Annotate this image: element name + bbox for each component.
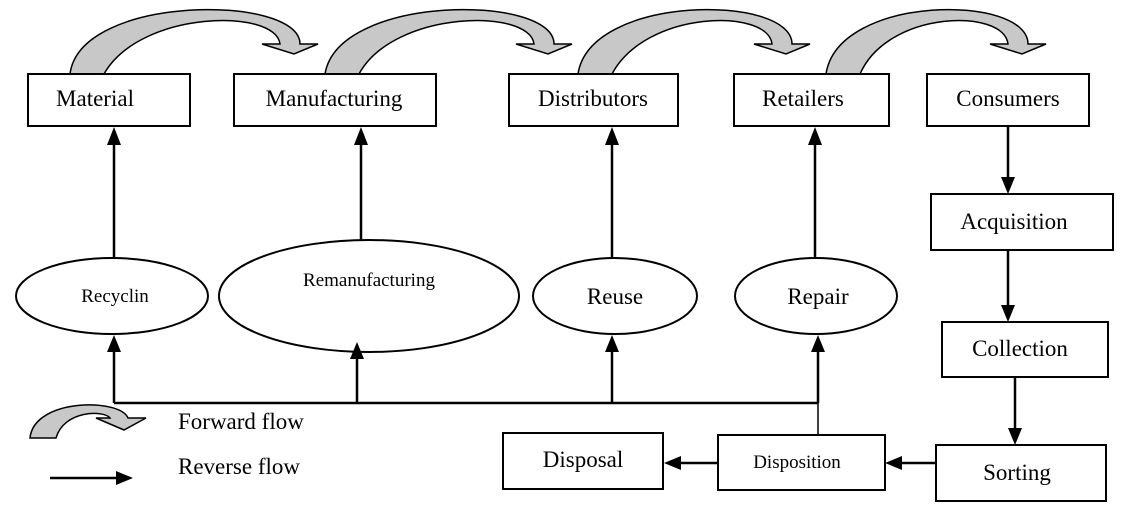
legend-forward-arrow-icon <box>29 404 147 439</box>
node-remanufacturing-label: Remanufacturing <box>303 270 435 291</box>
node-recycling: Recyclin <box>15 257 209 335</box>
node-disposition-label: Disposition <box>753 452 841 473</box>
reverse-arrow-disposition-disposal <box>664 456 718 470</box>
node-recycling-label: Recyclin <box>81 286 149 307</box>
node-disposal: Disposal <box>502 432 664 490</box>
legend-reverse-label: Reverse flow <box>178 454 300 479</box>
forward-arrow-material-manufacturing <box>69 8 319 75</box>
node-collection: Collection <box>941 321 1109 378</box>
node-remanufacturing: Remanufacturing <box>218 239 520 353</box>
node-repair-label: Repair <box>787 284 849 309</box>
reverse-arrow-recycling-material <box>107 127 121 258</box>
node-sorting: Sorting <box>935 444 1107 502</box>
node-disposal-label: Disposal <box>543 447 624 472</box>
node-manufacturing: Manufacturing <box>233 73 437 127</box>
node-manufacturing-label: Manufacturing <box>266 86 403 111</box>
node-material-label: Material <box>56 86 134 111</box>
reverse-distribution-bus <box>114 401 819 435</box>
reverse-arrow-repair-retailers <box>808 127 822 258</box>
forward-arrow-distributors-retailers <box>577 8 811 75</box>
reverse-arrow-consumers-acquisition <box>1001 126 1015 194</box>
node-retailers-label: Retailers <box>762 86 844 111</box>
node-acquisition-label: Acquisition <box>960 209 1068 234</box>
reverse-arrow-reuse-distributors <box>605 127 619 258</box>
node-repair: Repair <box>734 257 898 335</box>
reverse-arrow-collection-sorting <box>1008 377 1022 445</box>
reverse-arrow-remanufacturing-manufacturing <box>354 127 368 240</box>
legend-reverse-arrow-icon <box>50 471 133 485</box>
node-distributors: Distributors <box>508 73 679 127</box>
node-reuse: Reuse <box>532 257 698 335</box>
node-material: Material <box>27 73 191 127</box>
node-consumers: Consumers <box>926 73 1090 127</box>
legend-forward-label: Forward flow <box>178 409 304 434</box>
node-retailers: Retailers <box>733 73 890 127</box>
node-acquisition: Acquisition <box>930 193 1114 251</box>
node-collection-label: Collection <box>972 336 1068 361</box>
reverse-arrow-bus-reuse <box>605 335 619 403</box>
forward-arrow-retailers-consumers <box>825 8 1047 75</box>
node-distributors-label: Distributors <box>538 86 648 111</box>
node-consumers-label: Consumers <box>956 86 1060 111</box>
node-disposition: Disposition <box>717 434 886 491</box>
forward-arrow-manufacturing-distributors <box>324 8 573 75</box>
reverse-arrow-bus-remanufacturing <box>350 342 364 403</box>
node-sorting-label: Sorting <box>983 460 1051 485</box>
node-reuse-label: Reuse <box>587 284 643 309</box>
reverse-arrow-acquisition-collection <box>1001 250 1015 322</box>
legend: Forward flow Reverse flow <box>29 404 304 485</box>
reverse-arrow-bus-repair <box>811 335 825 403</box>
reverse-arrow-bus-recycling <box>107 335 121 403</box>
reverse-arrow-sorting-disposition <box>885 456 936 470</box>
